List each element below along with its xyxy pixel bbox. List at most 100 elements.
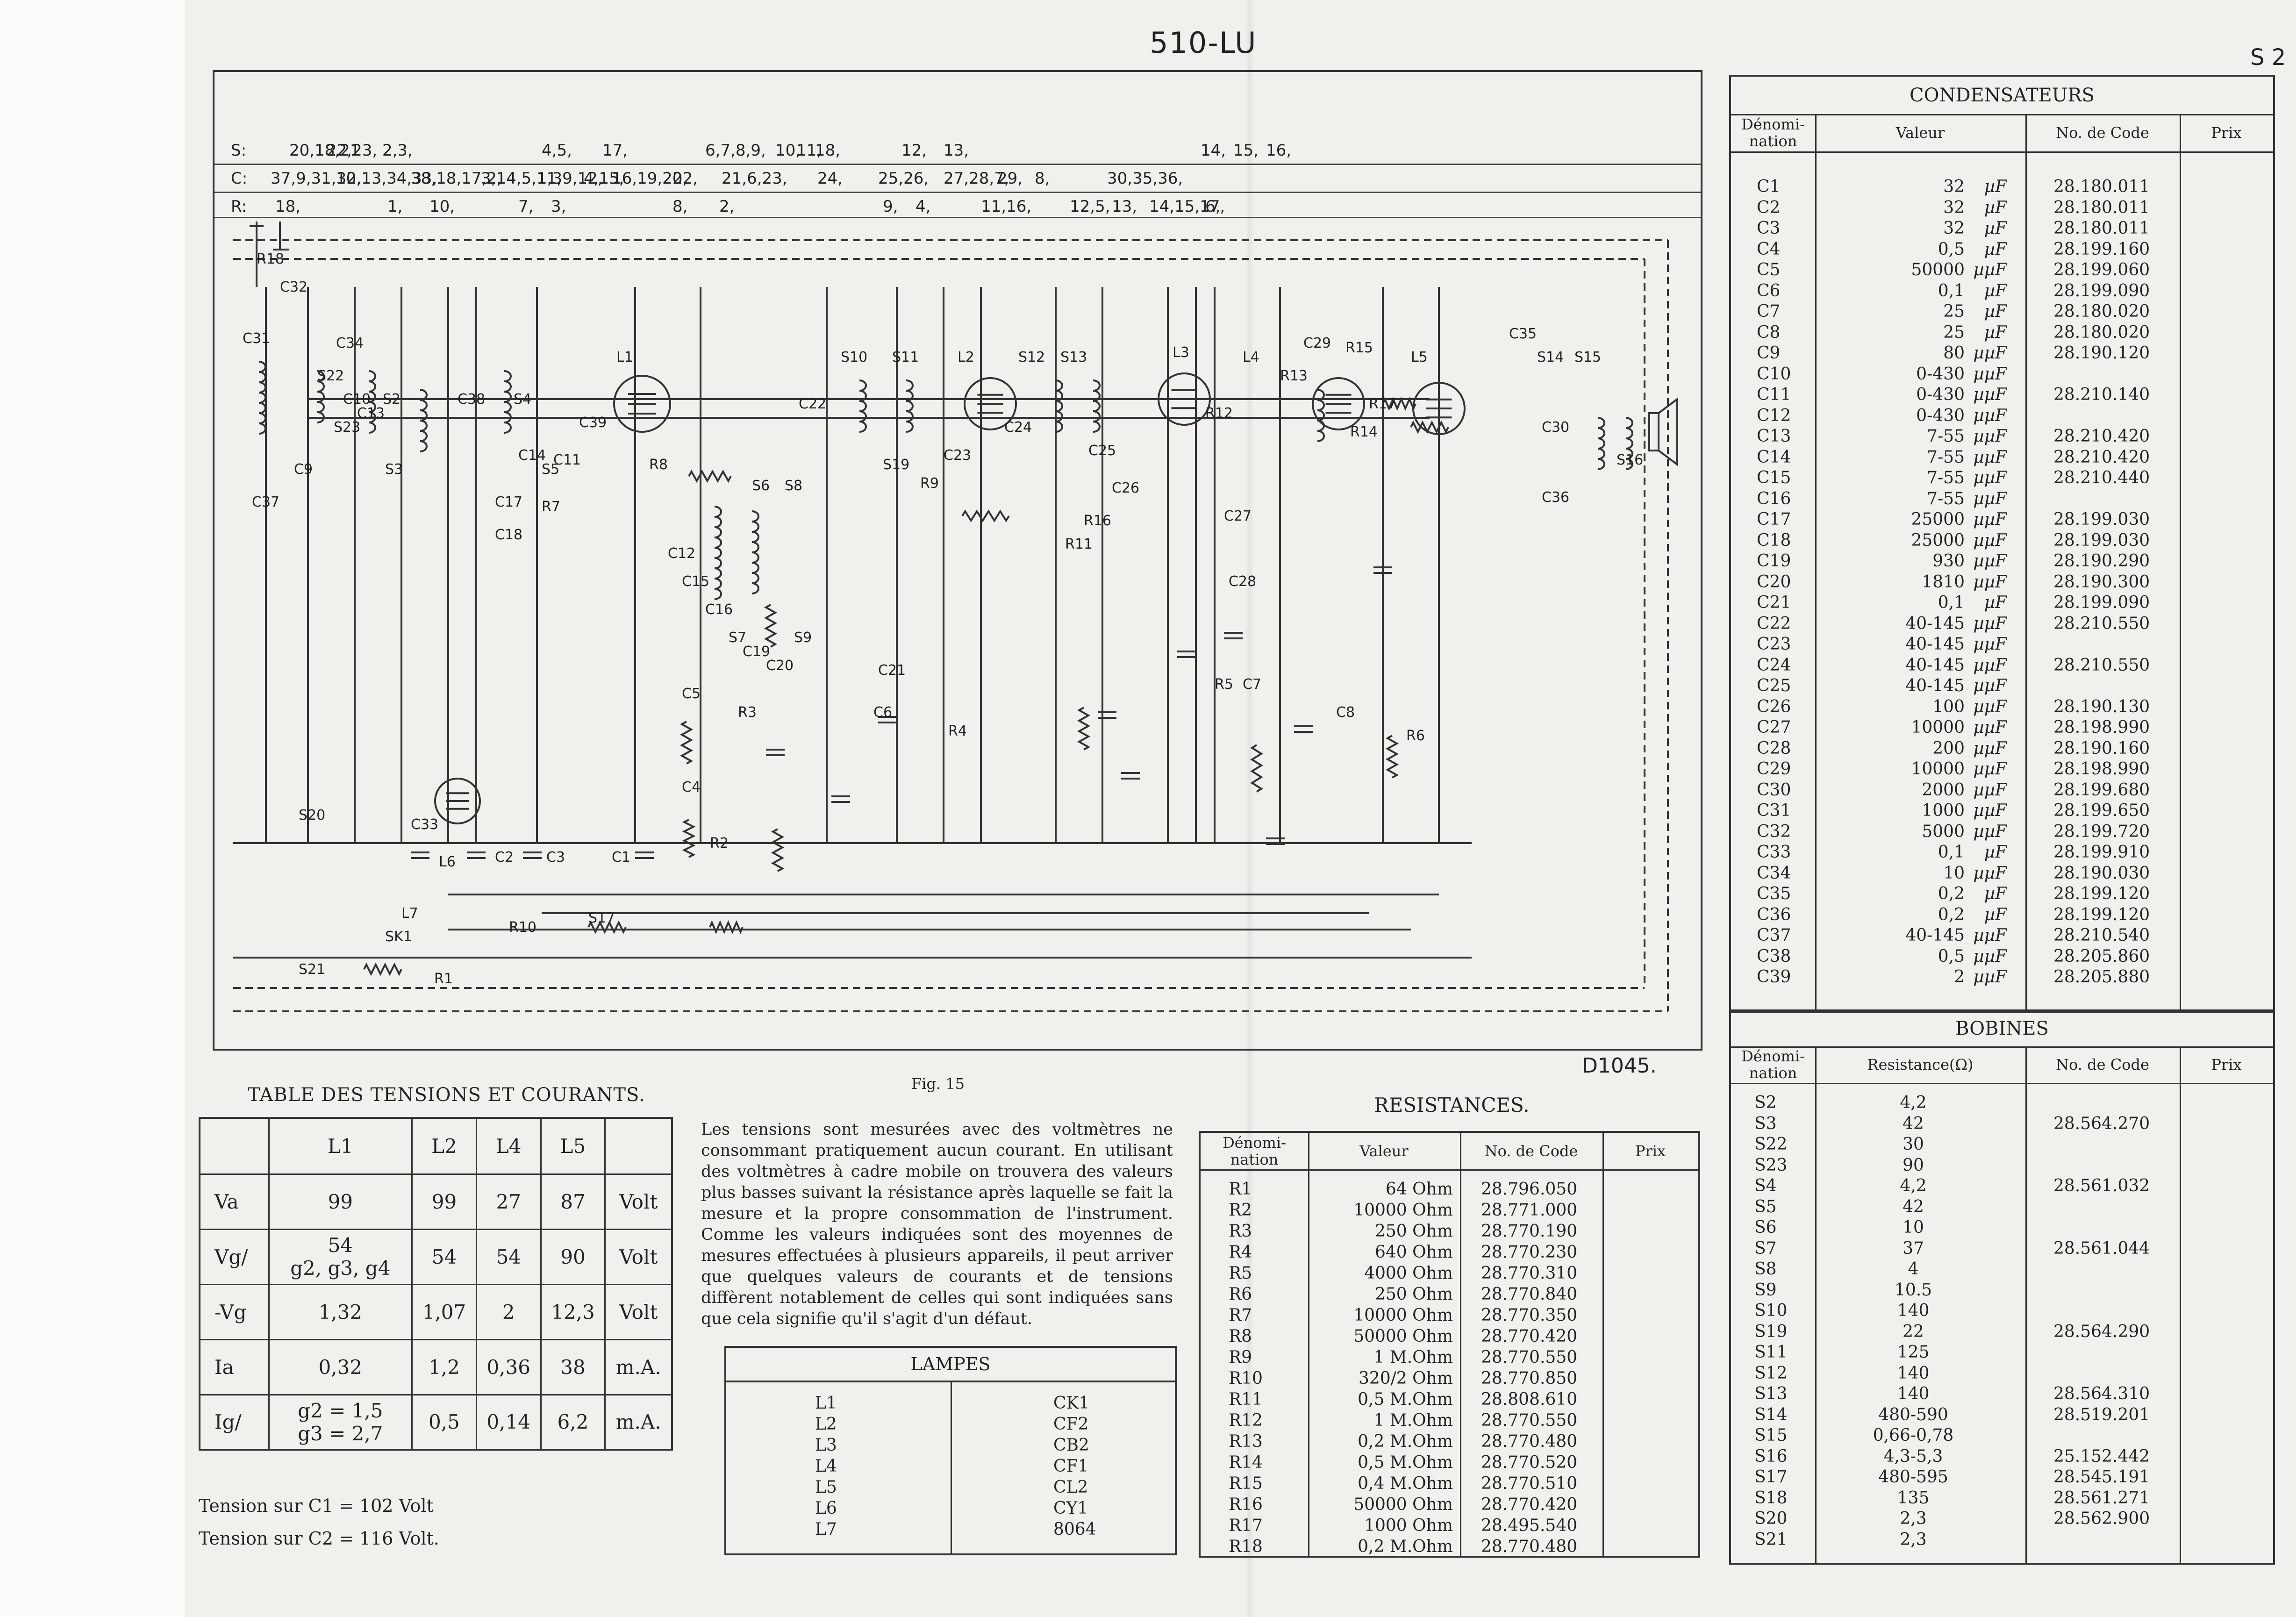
bob-id: S4 — [1754, 1176, 1777, 1195]
lampes-divider — [951, 1381, 952, 1553]
component-label: L4 — [1243, 349, 1259, 365]
cond-code: 28.199.720 — [2053, 822, 2150, 841]
ref-item: 20,18,21 — [289, 141, 360, 160]
cond-id: C18 — [1757, 530, 1791, 550]
cond-id: C8 — [1757, 322, 1781, 342]
component-label: C4 — [682, 779, 701, 795]
bob-id: S10 — [1754, 1301, 1788, 1320]
cond-value: 32 — [1943, 177, 1965, 196]
component-label: R7 — [542, 499, 560, 515]
tensions-cell: 87 — [540, 1173, 606, 1230]
resistor-symbol — [961, 509, 1010, 522]
component-label: C2 — [495, 849, 514, 866]
component-label: R16 — [1084, 513, 1111, 529]
bob-id: S21 — [1754, 1530, 1788, 1549]
cond-unit: µµF — [1973, 510, 2007, 529]
tensions-cell: 0,14 — [475, 1394, 542, 1451]
lampe-type: CK1 — [1053, 1394, 1090, 1413]
res-id: R1 — [1229, 1180, 1252, 1199]
bob-id: S8 — [1754, 1259, 1777, 1279]
bob-resistance: 135 — [1897, 1488, 1930, 1508]
tensions-cell: Volt — [604, 1283, 673, 1340]
cond-value: 80 — [1943, 343, 1965, 363]
ref-item: 10,13,34,33, — [336, 169, 437, 188]
cond-unit: µµF — [1973, 780, 2007, 800]
resistor-symbol — [709, 920, 744, 934]
cond-id: C5 — [1757, 260, 1781, 279]
page-margin — [0, 0, 185, 1617]
bob-id: S7 — [1754, 1238, 1777, 1258]
res-code: 28.770.550 — [1481, 1411, 1578, 1430]
bob-resistance: 480-595 — [1878, 1467, 1948, 1487]
bob-id: S6 — [1754, 1218, 1777, 1237]
cond-code: 28.190.030 — [2053, 863, 2150, 883]
cond-unit: µF — [1984, 219, 2007, 238]
res-code: 28.770.350 — [1481, 1306, 1578, 1325]
table-col-rule — [1815, 114, 1817, 1011]
ref-item: 27,28,7, — [944, 169, 1009, 188]
component-label: S23 — [334, 419, 360, 436]
tensions-cell: 1,32 — [268, 1283, 413, 1340]
table-header-cell: Dénomi-nation — [1741, 115, 1805, 150]
ref-row-r: R: 18, 1, 10, 7, 3, 8, 2, 9, 4, 11,16, 1… — [215, 193, 1701, 218]
cond-code: 28.205.860 — [2053, 946, 2150, 966]
component-label: R12 — [1205, 405, 1233, 422]
bob-resistance: 4,2 — [1900, 1176, 1927, 1195]
res-code: 28.796.050 — [1481, 1180, 1578, 1199]
tensions-cell: 99 — [268, 1173, 413, 1230]
ref-prefix: R: — [231, 197, 247, 216]
lampe-name: L4 — [815, 1457, 837, 1476]
bob-resistance: 480-590 — [1878, 1405, 1948, 1424]
res-value: 10000 Ohm — [1353, 1306, 1453, 1325]
component-label: C12 — [668, 545, 695, 562]
res-id: R17 — [1229, 1516, 1263, 1535]
ref-item: 29, — [997, 169, 1023, 188]
cond-code: 28.180.020 — [2053, 322, 2150, 342]
ref-item: 14, — [1201, 141, 1226, 160]
bob-resistance: 125 — [1897, 1343, 1930, 1362]
res-code: 28.770.420 — [1481, 1495, 1578, 1514]
res-id: R6 — [1229, 1285, 1252, 1304]
coil-winding — [1625, 417, 1633, 470]
bob-resistance: 140 — [1897, 1363, 1930, 1383]
resistor-symbol — [682, 819, 696, 858]
lampe-type: CB2 — [1053, 1436, 1089, 1455]
resistor-symbol — [363, 962, 402, 976]
cond-id: C6 — [1757, 281, 1781, 301]
lampe-name: L6 — [815, 1499, 837, 1518]
res-id: R7 — [1229, 1306, 1252, 1325]
ref-item: 3, — [551, 197, 566, 216]
component-label: C23 — [944, 447, 971, 464]
cond-value: 0,1 — [1938, 843, 1965, 862]
cond-unit: µµF — [1973, 822, 2007, 841]
component-label: C17 — [495, 494, 522, 510]
tensions-cell: 0,32 — [268, 1338, 413, 1395]
table-header-cell: No. de Code — [2056, 1056, 2149, 1073]
component-label: L6 — [439, 854, 456, 870]
bob-id: S22 — [1754, 1135, 1788, 1154]
ref-item: 8, — [1035, 169, 1050, 188]
cond-unit: µµF — [1973, 676, 2007, 695]
tensions-cell: 54 — [411, 1228, 477, 1285]
res-code: 28.770.190 — [1481, 1222, 1578, 1241]
cond-id: C10 — [1757, 364, 1791, 384]
ref-item: 17, — [602, 141, 628, 160]
component-label: C26 — [1112, 480, 1139, 496]
bob-resistance: 140 — [1897, 1301, 1930, 1320]
cond-id: C28 — [1757, 738, 1791, 758]
component-label: S5 — [542, 461, 559, 478]
table-col-rule — [1460, 1133, 1461, 1556]
cond-unit: µµF — [1973, 551, 2007, 571]
ref-item: 15, — [1233, 141, 1259, 160]
ref-item: 21,6,23, — [722, 169, 787, 188]
cond-id: C29 — [1757, 759, 1791, 779]
bob-code: 28.564.310 — [2053, 1384, 2150, 1403]
cond-code: 28.210.550 — [2053, 655, 2150, 675]
cond-unit: µµF — [1973, 572, 2007, 592]
ref-item: 12,5, — [1070, 197, 1110, 216]
table-col-rule — [2180, 1046, 2181, 1563]
cond-id: C31 — [1757, 801, 1791, 820]
component-label: C19 — [743, 644, 770, 660]
